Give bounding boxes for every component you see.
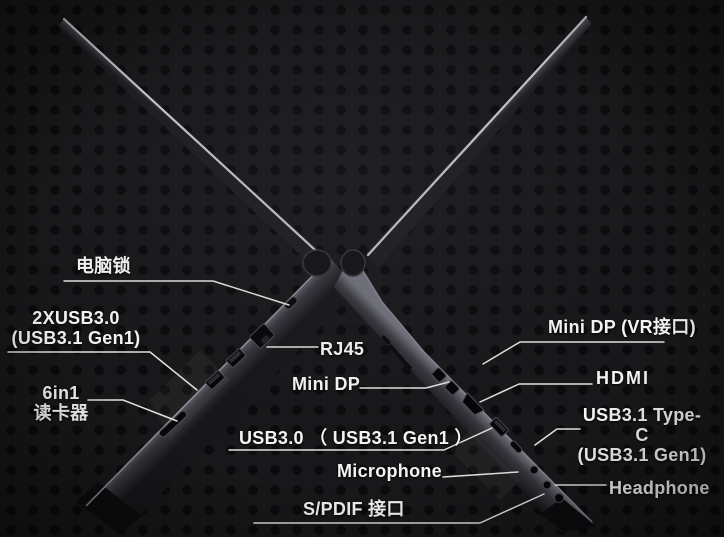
right-laptop (334, 15, 596, 532)
right-laptop-lid-highlight (366, 15, 588, 257)
leader-line-lock (63, 280, 290, 306)
microphone-jack-icon (529, 465, 539, 475)
label-dual-usb-line1: 2XUSB3.0 (32, 308, 120, 328)
left-laptop-hinge (302, 249, 332, 277)
label-mini-dp-vr: Mini DP (VR接口) (548, 317, 696, 337)
label-card-reader-line2: 读卡器 (33, 403, 89, 423)
label-usb30: USB3.0 （ USB3.1 Gen1 ） (239, 428, 473, 448)
label-card-reader: 6in1 读卡器 (18, 383, 104, 423)
label-microphone: Microphone (337, 461, 442, 481)
headphone-jack-icon (542, 480, 552, 490)
leader-line-mini-dp-vr (482, 341, 665, 365)
label-type-c-line1: USB3.1 Type-C (582, 405, 702, 445)
label-dual-usb-line2: (USB3.1 Gen1) (11, 328, 141, 348)
left-laptop-lid (58, 19, 328, 270)
label-headphone: Headphone (609, 478, 710, 498)
label-card-reader-line1: 6in1 (42, 383, 80, 403)
right-laptop-lid (366, 17, 592, 268)
label-type-c-line2: (USB3.1 Gen1) (577, 445, 707, 465)
leader-line-hdmi (479, 383, 593, 403)
label-rj45: RJ45 (320, 339, 365, 359)
label-dual-usb: 2XUSB3.0 (USB3.1 Gen1) (2, 308, 150, 348)
spdif-jack-icon (554, 493, 564, 503)
left-laptop (58, 17, 358, 534)
leader-line-type-c (534, 428, 581, 446)
label-hdmi: HDMI (596, 368, 650, 388)
label-spdif: S/PDIF 接口 (303, 499, 405, 519)
label-mini-dp: Mini DP (292, 374, 361, 394)
left-laptop-lid-highlight (62, 17, 328, 262)
label-lock: 电脑锁 (76, 256, 131, 276)
label-type-c: USB3.1 Type-C (USB3.1 Gen1) (577, 405, 707, 465)
right-laptop-hinge (340, 249, 366, 277)
